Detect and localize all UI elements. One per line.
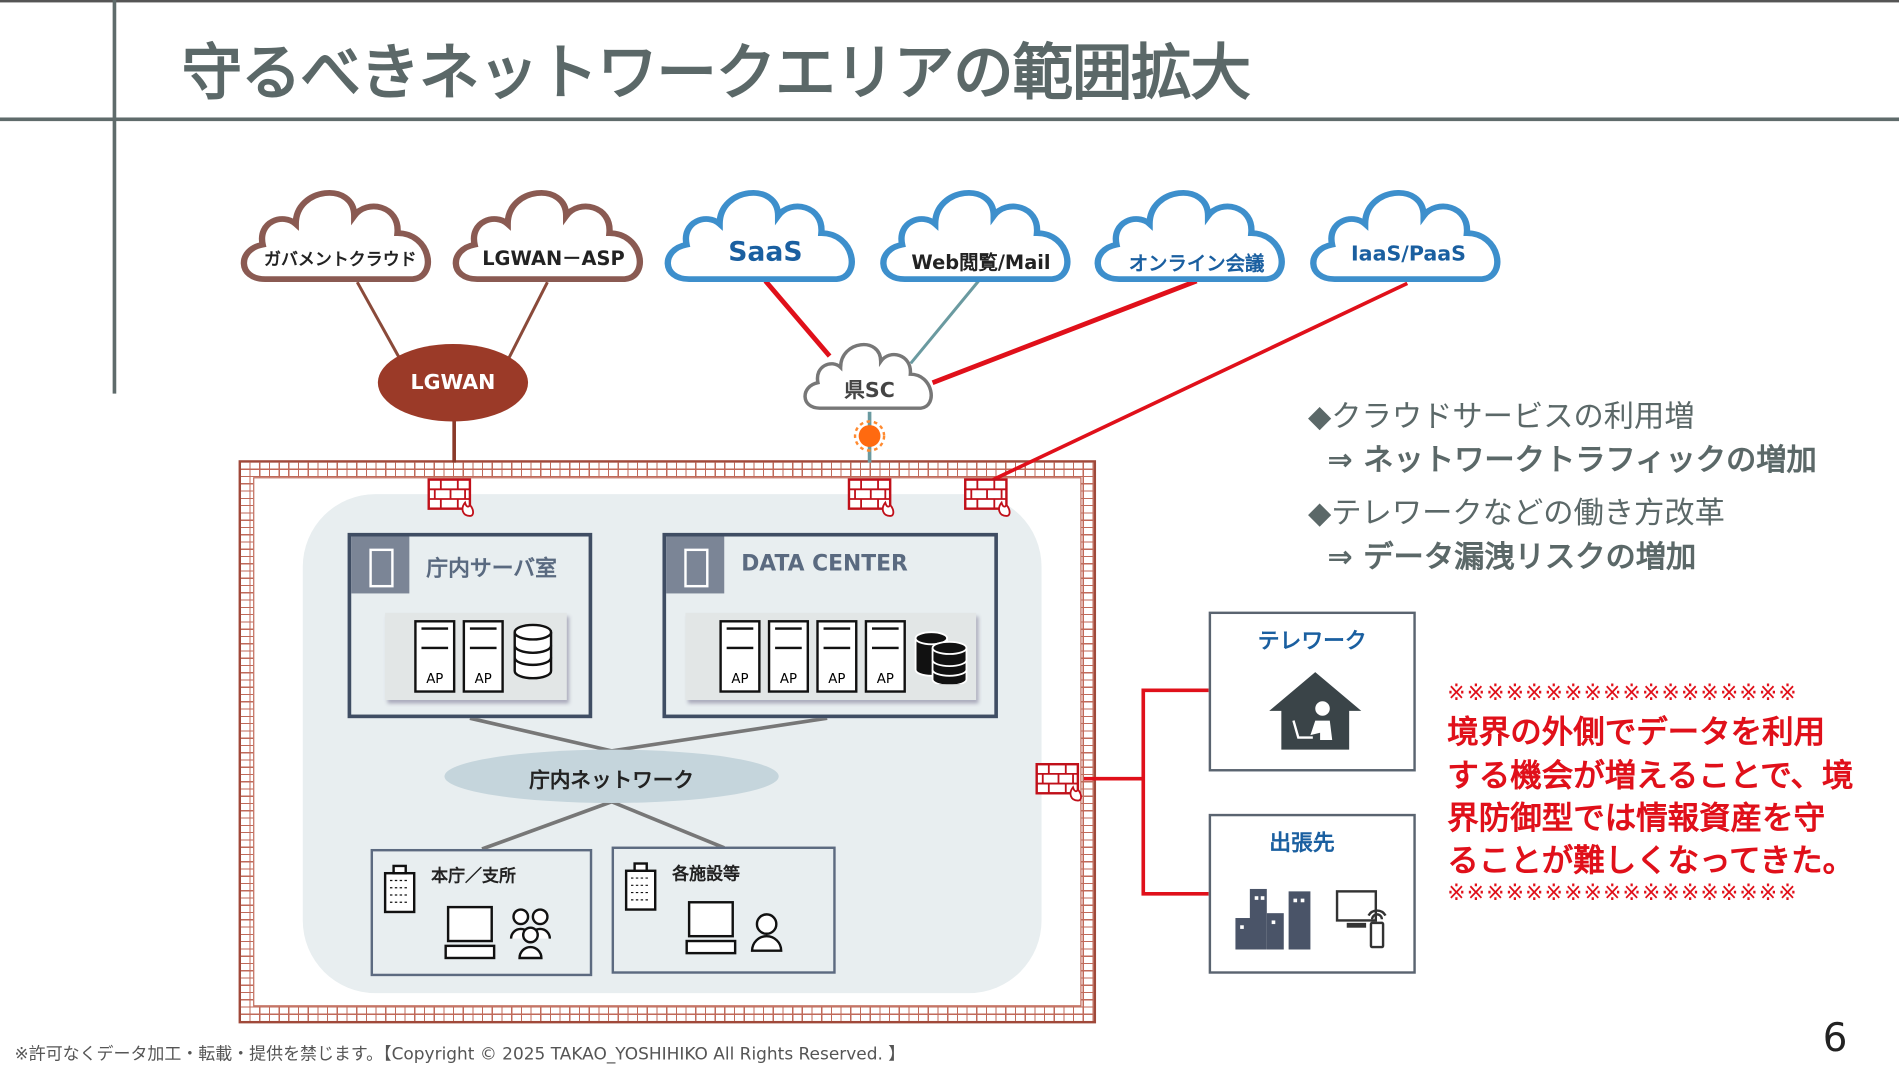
burst-icon [853, 420, 886, 452]
lgwan-label: LGWAN [410, 370, 496, 395]
pref-sc-label: 県SC [844, 379, 895, 404]
facilities-box: 各施設等 [611, 846, 836, 974]
server-panel: AP AP AP AP [685, 612, 977, 701]
ap-server-icon: AP [719, 620, 761, 693]
warning-line-1: 境界の外側でデータを利用 [1447, 714, 1826, 751]
pc-users-icon [444, 905, 552, 960]
telework-label: テレワーク [1257, 628, 1367, 654]
remote-connector [1083, 688, 1209, 896]
pc-user-icon [685, 901, 783, 955]
cloud-label-online: オンライン会議 [1128, 251, 1265, 275]
home-worker-icon [1269, 672, 1362, 750]
server-icon [666, 536, 725, 594]
line-serverroom-net [469, 716, 613, 753]
main-office-box: 本庁／支所 [370, 848, 593, 977]
line-web-sc [909, 280, 980, 365]
data-center-box: DATA CENTER AP AP AP AP [662, 532, 998, 719]
firewall-icon [427, 478, 474, 517]
network-label: 庁内ネットワーク [529, 769, 694, 794]
warning-border-bottom: ※※※※※※※※※※※※※※※※※※ [1447, 880, 1798, 906]
line-net-facilities [610, 800, 725, 850]
ap-server-icon: AP [816, 620, 858, 693]
telework-box: テレワーク [1208, 611, 1416, 772]
line-gov-lgwan [355, 281, 401, 360]
page-title: 守るべきネットワークエリアの範囲拡大 [181, 37, 1251, 108]
ap-server-icon: AP [462, 620, 504, 693]
lgwan-node [377, 343, 529, 422]
ap-server-icon: AP [864, 620, 906, 693]
line-dc-net [611, 716, 828, 753]
city-buildings-icon [1235, 888, 1311, 950]
building-icon [624, 862, 657, 911]
line-asp-lgwan [507, 281, 549, 360]
bullet-1-point: ◆クラウドサービスの利用増 [1307, 398, 1695, 434]
line-net-main [481, 800, 613, 851]
firewall-icon [964, 478, 1011, 517]
cloud-label-iaas: IaaS/PaaS [1351, 242, 1466, 267]
server-icon [351, 536, 410, 594]
vertical-divider [112, 0, 117, 394]
warning-line-2: する機会が増えることで、境 [1447, 758, 1854, 795]
line-saas-sc [763, 279, 832, 358]
bullet-2-point: ◆テレワークなどの働き方改革 [1307, 495, 1725, 531]
warning-border-top: ※※※※※※※※※※※※※※※※※※ [1447, 680, 1798, 707]
page-number: 6 [1822, 1014, 1848, 1061]
business-trip-box: 出張先 [1208, 813, 1416, 974]
server-room-box: 庁内サーバ室 AP AP [347, 532, 593, 719]
bullet-2-result: ⇒ データ漏洩リスクの増加 [1327, 538, 1697, 575]
data-center-label: DATA CENTER [741, 551, 908, 577]
copyright-footer: ※許可なくデータ加工・転載・提供を禁じます。【Copyright © 2025 … [14, 1045, 906, 1065]
server-room-label: 庁内サーバ室 [426, 555, 557, 582]
ap-server-icon: AP [414, 620, 456, 693]
database-icon [513, 623, 553, 680]
server-panel: AP AP [385, 612, 567, 701]
line-online-sc [931, 278, 1198, 385]
facilities-label: 各施設等 [672, 864, 740, 885]
warning-line-4: ることが難しくなってきた。 [1447, 842, 1855, 880]
title-divider [0, 117, 1899, 122]
line-iaas-firewall [992, 281, 1409, 482]
building-icon [383, 864, 416, 914]
cloud-label-saas: SaaS [728, 237, 803, 268]
main-office-label: 本庁／支所 [431, 867, 516, 887]
network-ellipse [444, 749, 779, 803]
ap-server-icon: AP [767, 620, 810, 693]
firewall-icon [847, 478, 895, 517]
warning-line-3: 界防御型では情報資産を守 [1447, 800, 1826, 837]
cloud-label-lgwan-asp: LGWAN－ASP [482, 247, 625, 271]
pc-smartphone-icon [1335, 890, 1387, 949]
cloud-label-gov: ガバメントクラウド [264, 250, 417, 271]
cloud-label-web: Web閲覧/Mail [911, 250, 1051, 274]
business-trip-label: 出張先 [1269, 830, 1335, 857]
database-cluster-icon [914, 631, 968, 685]
top-border [0, 0, 1899, 3]
firewall-icon [1035, 762, 1082, 802]
bullet-1-result: ⇒ ネットワークトラフィックの増加 [1327, 442, 1817, 478]
